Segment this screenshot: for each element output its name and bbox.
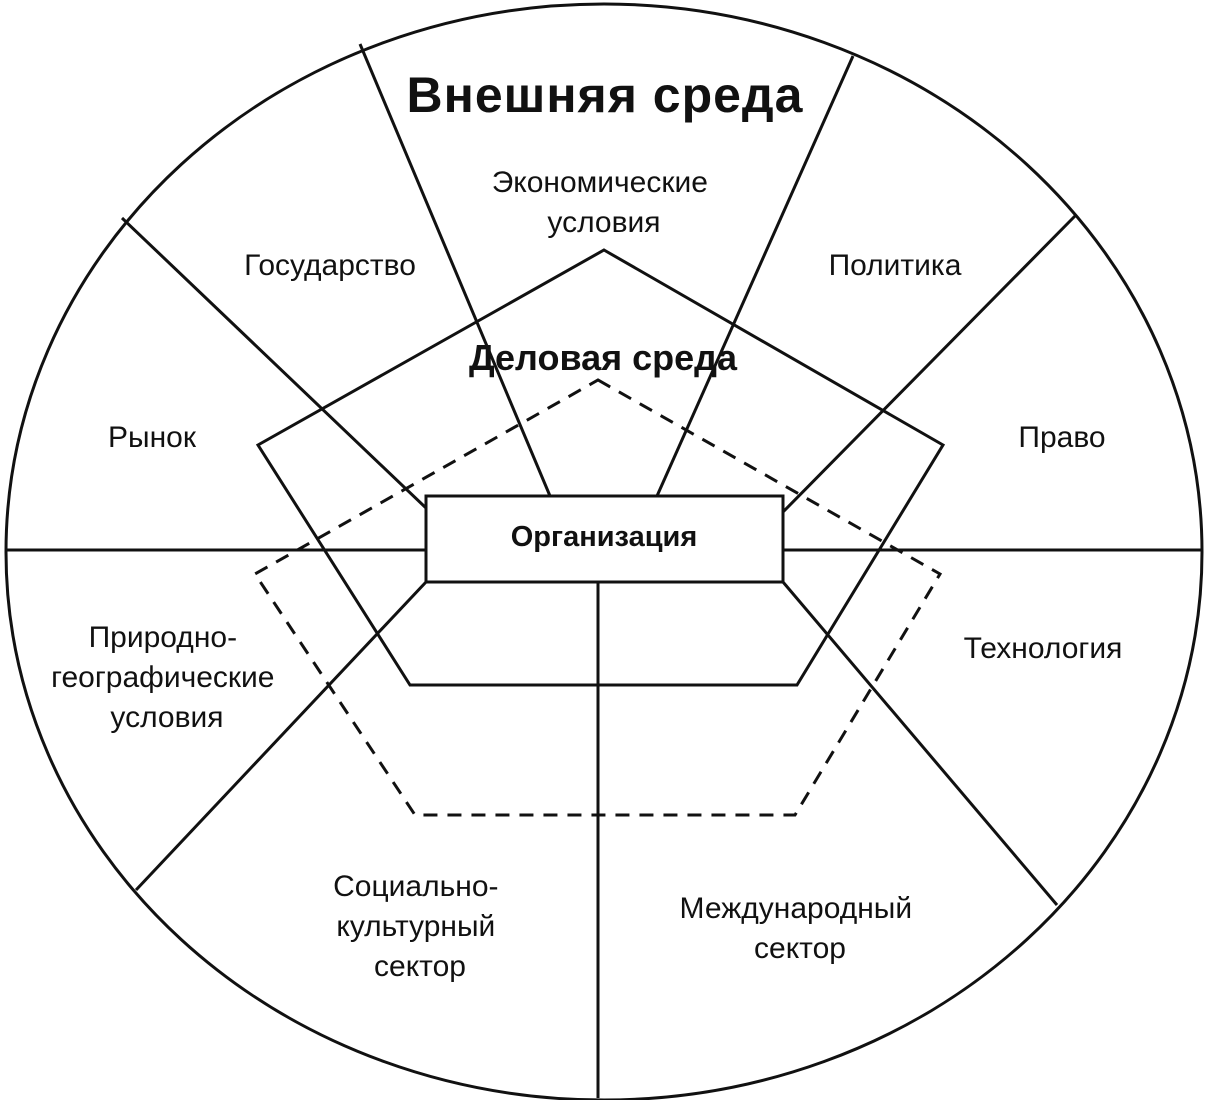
label-technology: Технология [964, 632, 1123, 665]
divider-state-economic [358, 43, 552, 497]
label-politics: Политика [829, 249, 962, 282]
divider-economic-politics [655, 55, 855, 497]
divider-technology-international [781, 581, 1059, 906]
outer-environment-circle [4, 2, 1204, 1100]
label-law: Право [1018, 421, 1105, 454]
business-environment-title: Деловая среда [469, 337, 738, 378]
organization-box [424, 494, 785, 584]
organization-title: Организация [511, 521, 698, 553]
divider-politics-law [781, 214, 1077, 514]
sector-dividers [6, 43, 1202, 1098]
label-economic: Экономические условия [492, 166, 717, 239]
label-state: Государство [244, 249, 416, 282]
business-environment-pentagon [255, 248, 946, 687]
label-social: Социально- культурный сектор [333, 870, 507, 983]
label-market: Рынок [108, 421, 197, 454]
dashed-boundary-pentagon [252, 378, 943, 817]
label-natural: Природно- географические условия [51, 621, 283, 734]
divider-state-market [120, 216, 428, 510]
label-international: Международный сектор [680, 892, 921, 965]
outer-environment-title: Внешняя среда [407, 67, 804, 123]
